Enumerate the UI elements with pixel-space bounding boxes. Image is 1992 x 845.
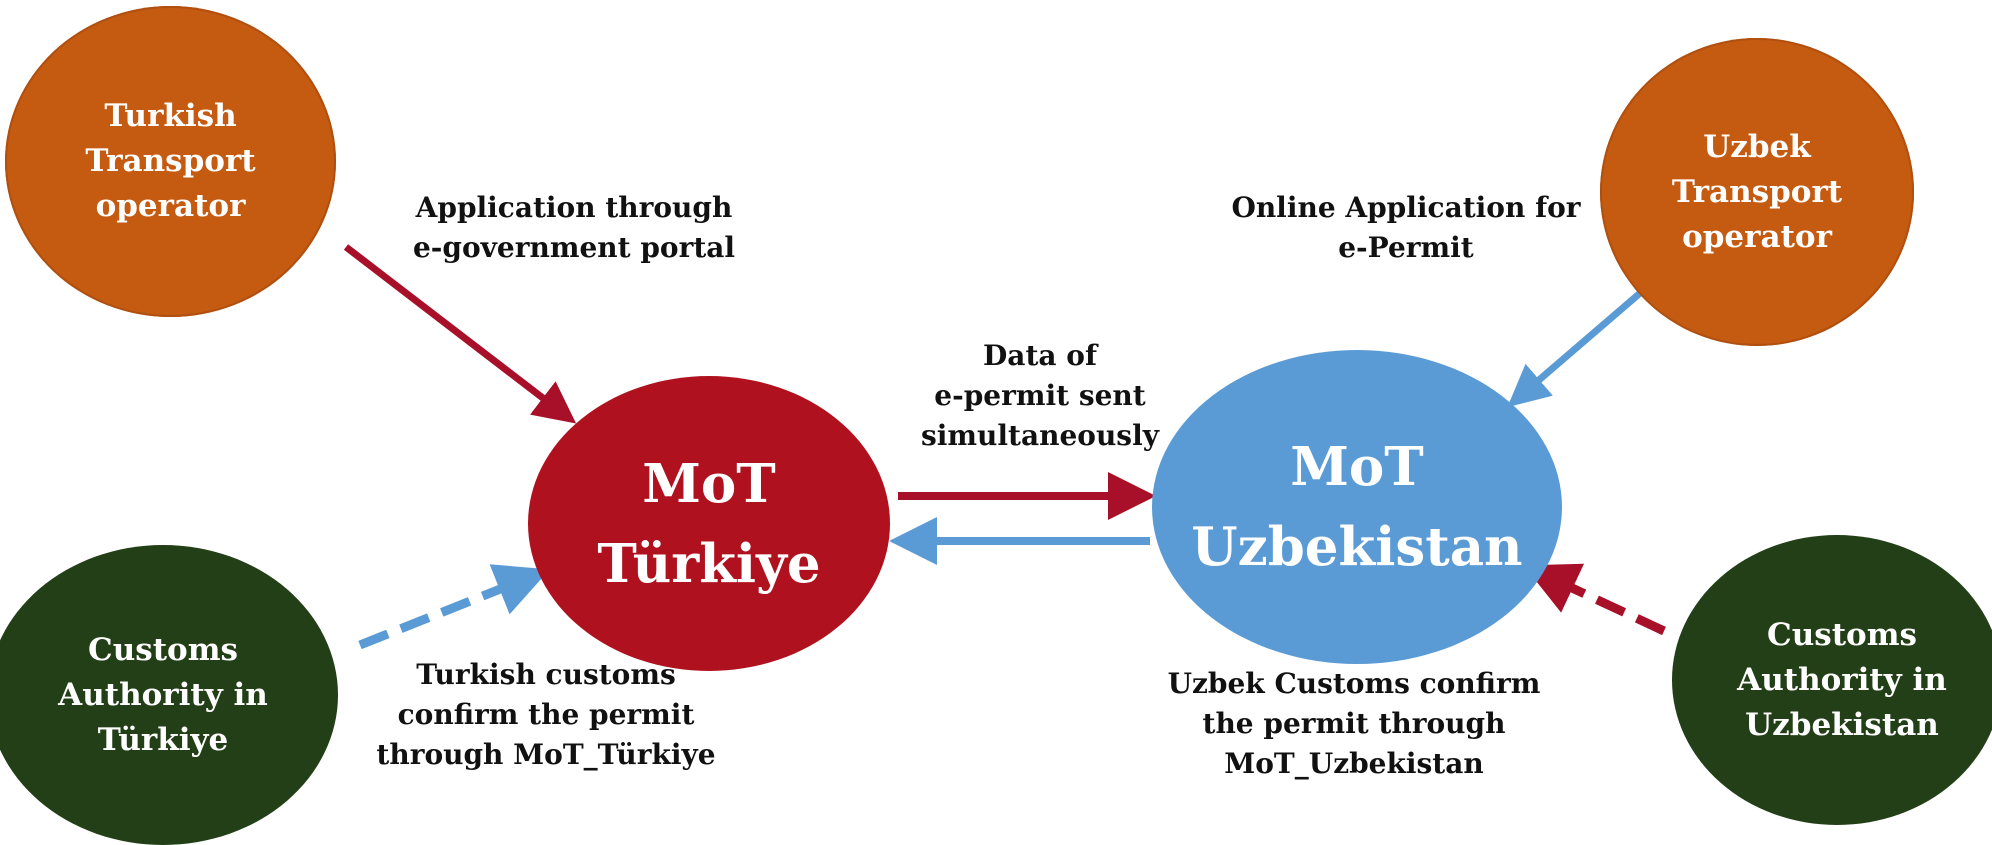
node-label-line: Uzbek — [1703, 128, 1811, 165]
node-label-line: Authority in — [1737, 661, 1947, 698]
edge-label-line: confirm the permit — [397, 698, 695, 731]
node-uzbek-transport-operator: Uzbek Transport operator — [1600, 38, 1914, 346]
diagram-canvas: Turkish Transport operator Uzbek Transpo… — [0, 6, 1992, 845]
node-turkish-transport-operator: Turkish Transport operator — [5, 6, 336, 317]
edge-label-line: simultaneously — [921, 419, 1159, 452]
node-label-line: Transport — [85, 143, 256, 179]
node-customs-authority-turkiye: Customs Authority in Türkiye — [0, 545, 338, 845]
node-label-line: MoT — [642, 452, 776, 515]
node-customs-authority-uzbekistan: Customs Authority in Uzbekistan — [1672, 535, 1992, 825]
edge-label-line: e-Permit — [1338, 231, 1474, 264]
dashed-arrow-customs-uzbekistan-to-mot — [1523, 563, 1666, 636]
edge-label-line: the permit through — [1202, 707, 1506, 740]
edge-label-confirm-turkiye: Turkish customs confirm the permit throu… — [346, 655, 746, 775]
edge-label-line: Application through — [415, 191, 733, 224]
edge-label-data-exchange: Data of e-permit sent simultaneously — [890, 336, 1190, 456]
node-label-line: Türkiye — [97, 721, 229, 758]
edge-label-line: Uzbek Customs confirm — [1167, 667, 1541, 700]
node-label-line: MoT — [1290, 436, 1424, 498]
node-label-line: Customs — [1767, 616, 1917, 653]
node-label-line: Authority in — [58, 676, 268, 713]
node-label-line: Customs — [88, 631, 238, 668]
node-label-line: Turkish — [104, 98, 237, 134]
node-mot-turkiye: MoT Türkiye — [528, 376, 890, 671]
node-label-line: operator — [95, 188, 246, 224]
edge-label-line: MoT_Uzbekistan — [1224, 747, 1484, 780]
edge-label-application-uzbekistan: Online Application for e-Permit — [1216, 188, 1596, 268]
arrow-turkish-operator-to-mot — [343, 244, 577, 424]
node-mot-uzbekistan: MoT Uzbekistan — [1152, 350, 1562, 664]
node-label-line: operator — [1682, 218, 1832, 255]
node-label-line: Uzbekistan — [1191, 516, 1523, 578]
node-label-line: Uzbekistan — [1745, 706, 1939, 743]
arrow-uzbek-operator-to-mot — [1507, 285, 1649, 408]
dashed-arrow-customs-turkiye-to-mot — [358, 564, 550, 650]
edge-label-line: Turkish customs — [416, 658, 676, 691]
edge-label-line: Data of — [983, 339, 1097, 372]
node-label-line: Türkiye — [597, 532, 821, 595]
arrow-layer — [343, 244, 1666, 650]
edge-label-line: Online Application for — [1231, 191, 1581, 224]
edge-label-application-turkiye: Application through e-government portal — [384, 188, 764, 268]
edge-label-confirm-uzbekistan: Uzbek Customs confirm the permit through… — [1154, 664, 1554, 784]
node-label-line: Transport — [1671, 173, 1843, 210]
edge-label-line: e-government portal — [412, 231, 736, 264]
edge-label-line: through MoT_Türkiye — [376, 738, 716, 771]
edge-label-line: e-permit sent — [934, 379, 1146, 412]
